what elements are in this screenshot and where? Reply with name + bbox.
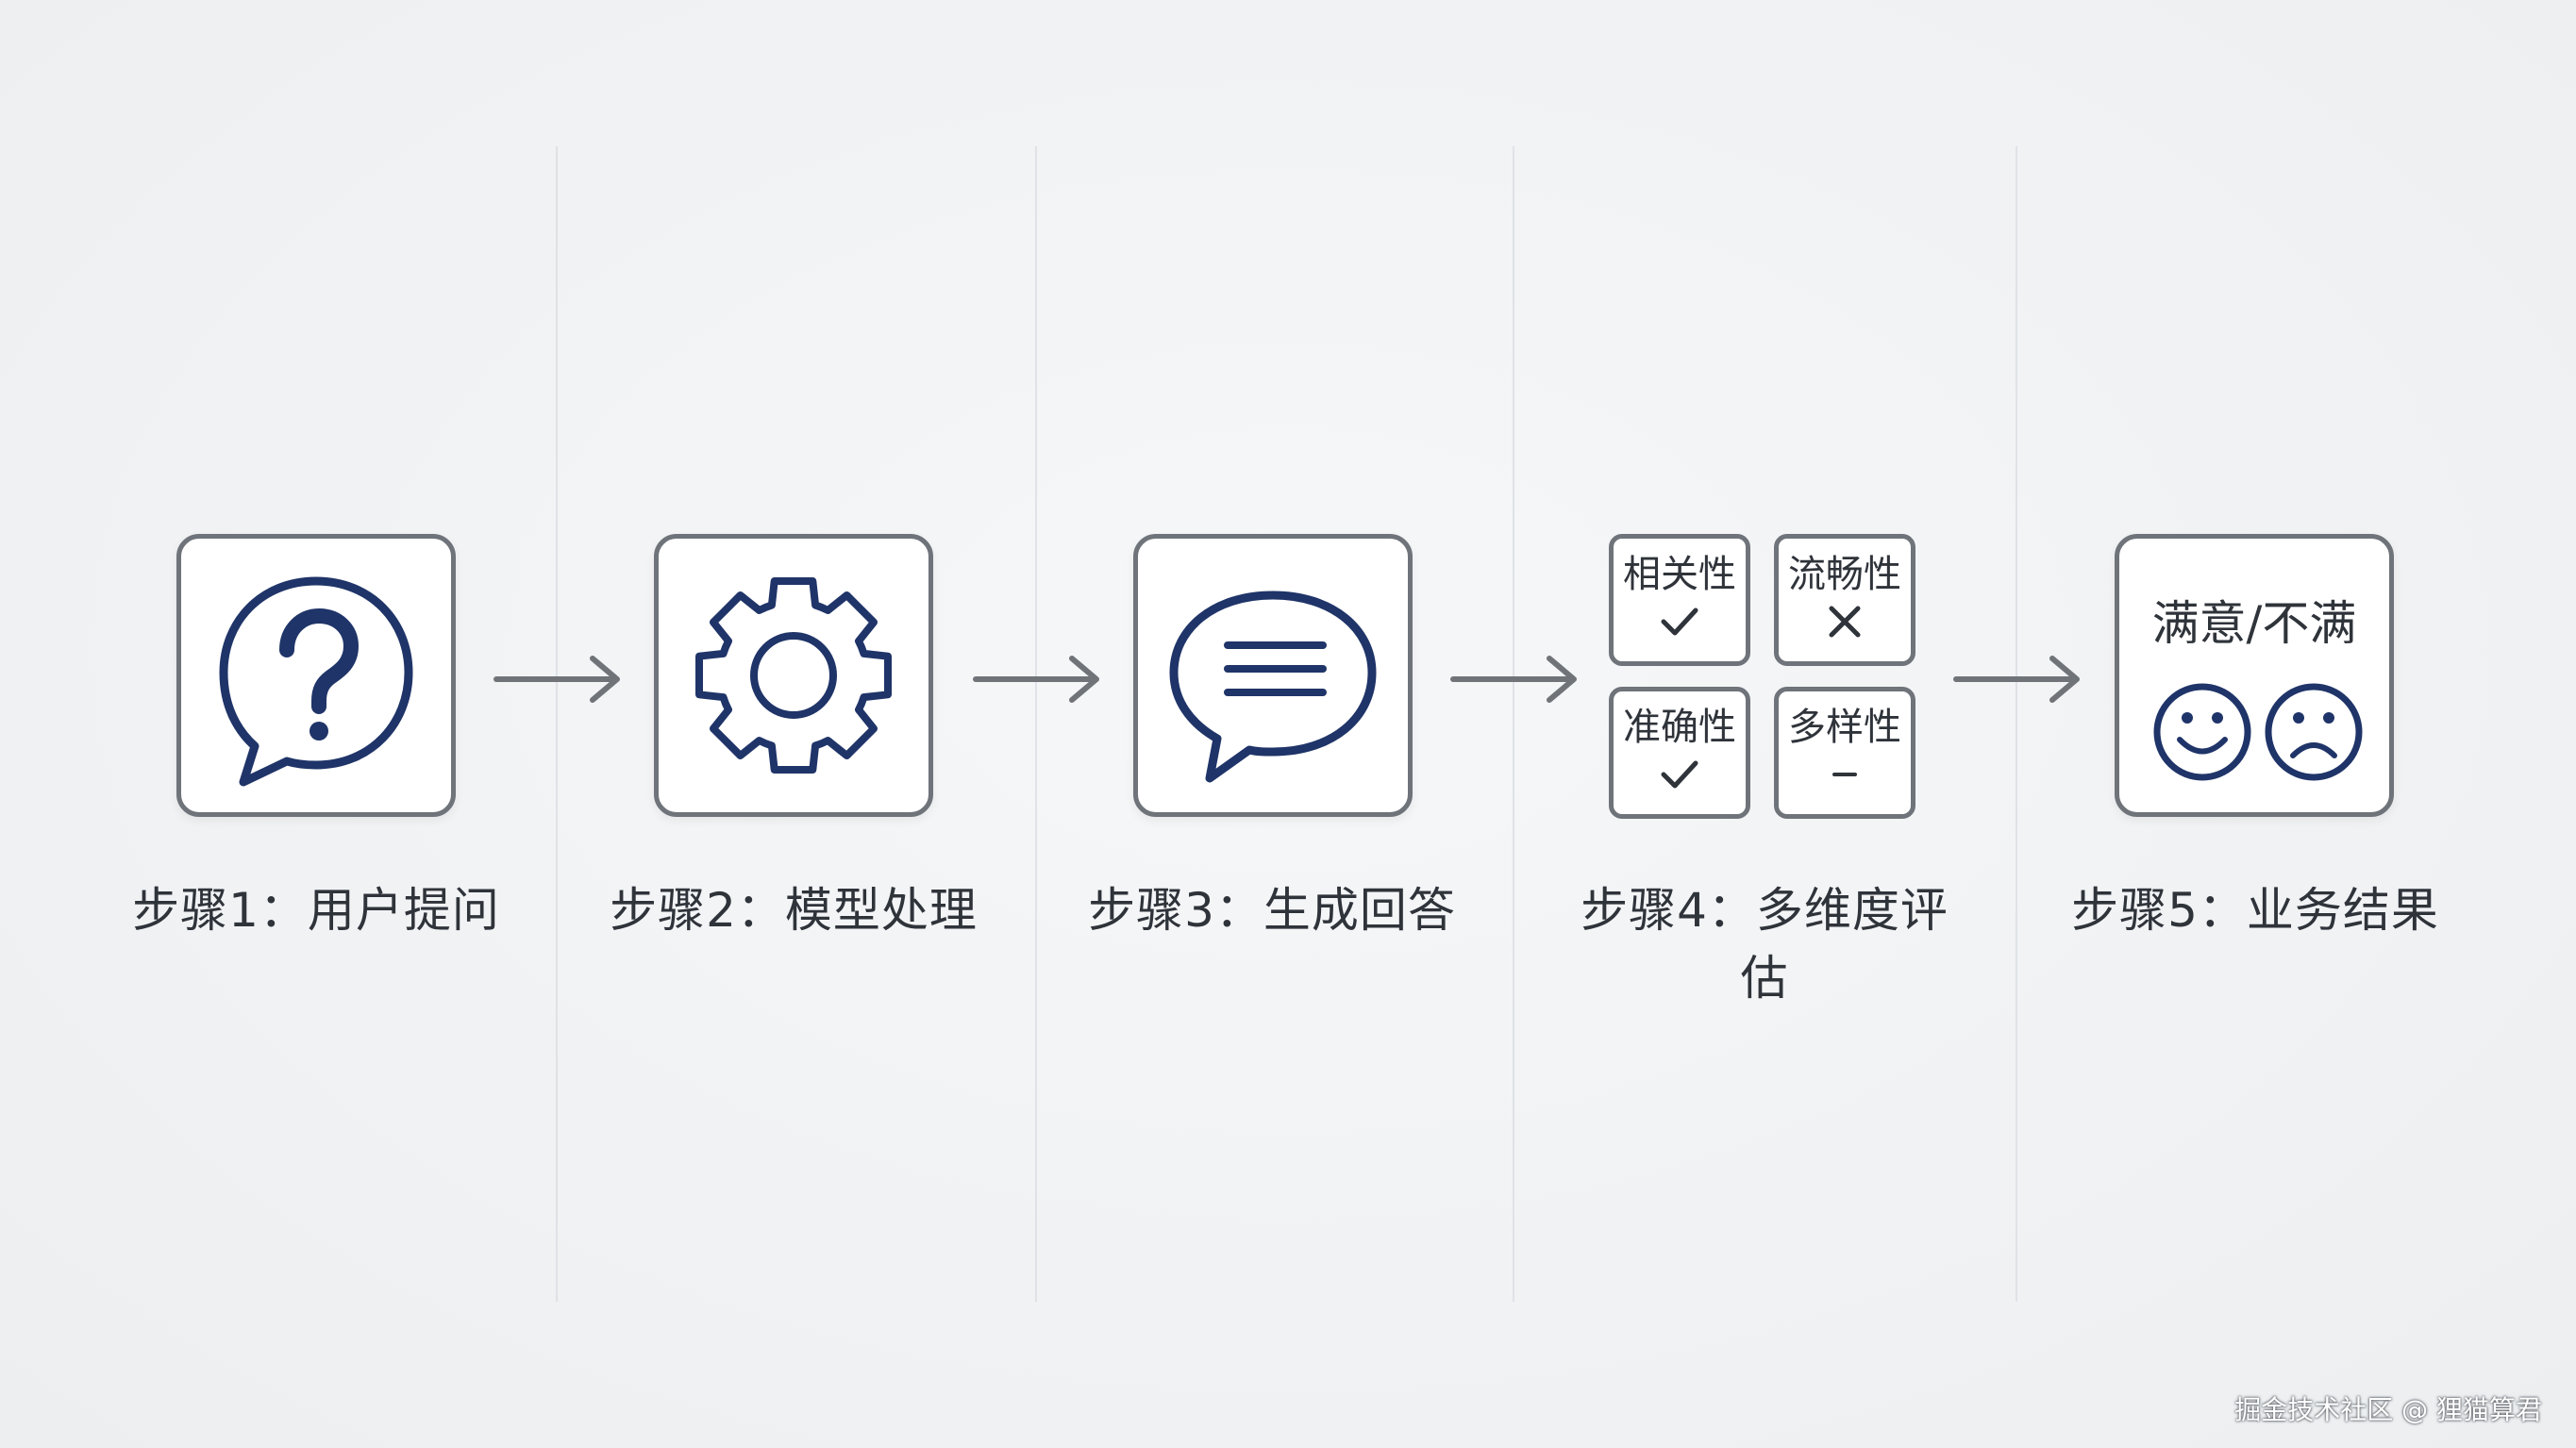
eval-card-label: 多样性 [1788,706,1901,749]
evaluation-grid: 相关性 流畅性 准确性 多样性 [1609,534,1920,819]
column-divider-3 [1513,146,1514,1302]
step-3-box [1133,534,1413,817]
check-icon [1661,760,1698,789]
step-4-label: 步骤4：多维度评估 [1581,883,1949,1006]
step-1-box [176,534,456,817]
step-2-label: 步骤2：模型处理 [610,883,978,938]
dash-icon [1832,773,1857,776]
eval-card-fluency: 流畅性 [1774,534,1915,666]
check-icon [1661,607,1698,636]
chat-bubble-icon [1169,591,1377,783]
step-3-label: 步骤3：生成回答 [1088,883,1456,938]
eval-card-accuracy: 准确性 [1609,687,1750,819]
cross-icon [1829,606,1861,638]
eval-card-diversity: 多样性 [1774,687,1915,819]
step-1-label: 步骤1：用户提问 [132,883,500,938]
gear-icon [695,577,892,774]
arrow-right-icon [1450,656,1577,703]
outcome-title: 满意/不满 [2151,596,2357,651]
satisfaction-faces [2153,683,2363,781]
sad-face-icon [2265,683,2363,781]
arrow-right-icon [973,656,1099,703]
eval-card-label: 流畅性 [1788,553,1901,596]
column-divider-4 [2016,146,2017,1302]
arrow-right-icon [493,656,620,703]
column-divider-1 [556,146,558,1302]
column-divider-2 [1035,146,1037,1302]
question-bubble-icon [219,576,413,787]
watermark: 掘金技术社区 @ 狸猫算君 [2234,1394,2542,1425]
step-2-box [654,534,933,817]
eval-card-label: 准确性 [1623,706,1736,749]
step-5-label: 步骤5：业务结果 [2071,883,2439,938]
arrow-right-icon [1953,656,2080,703]
eval-card-relevance: 相关性 [1609,534,1750,666]
step-5-box: 满意/不满 [2115,534,2394,817]
eval-card-label: 相关性 [1623,553,1736,596]
smiley-face-icon [2153,683,2251,781]
